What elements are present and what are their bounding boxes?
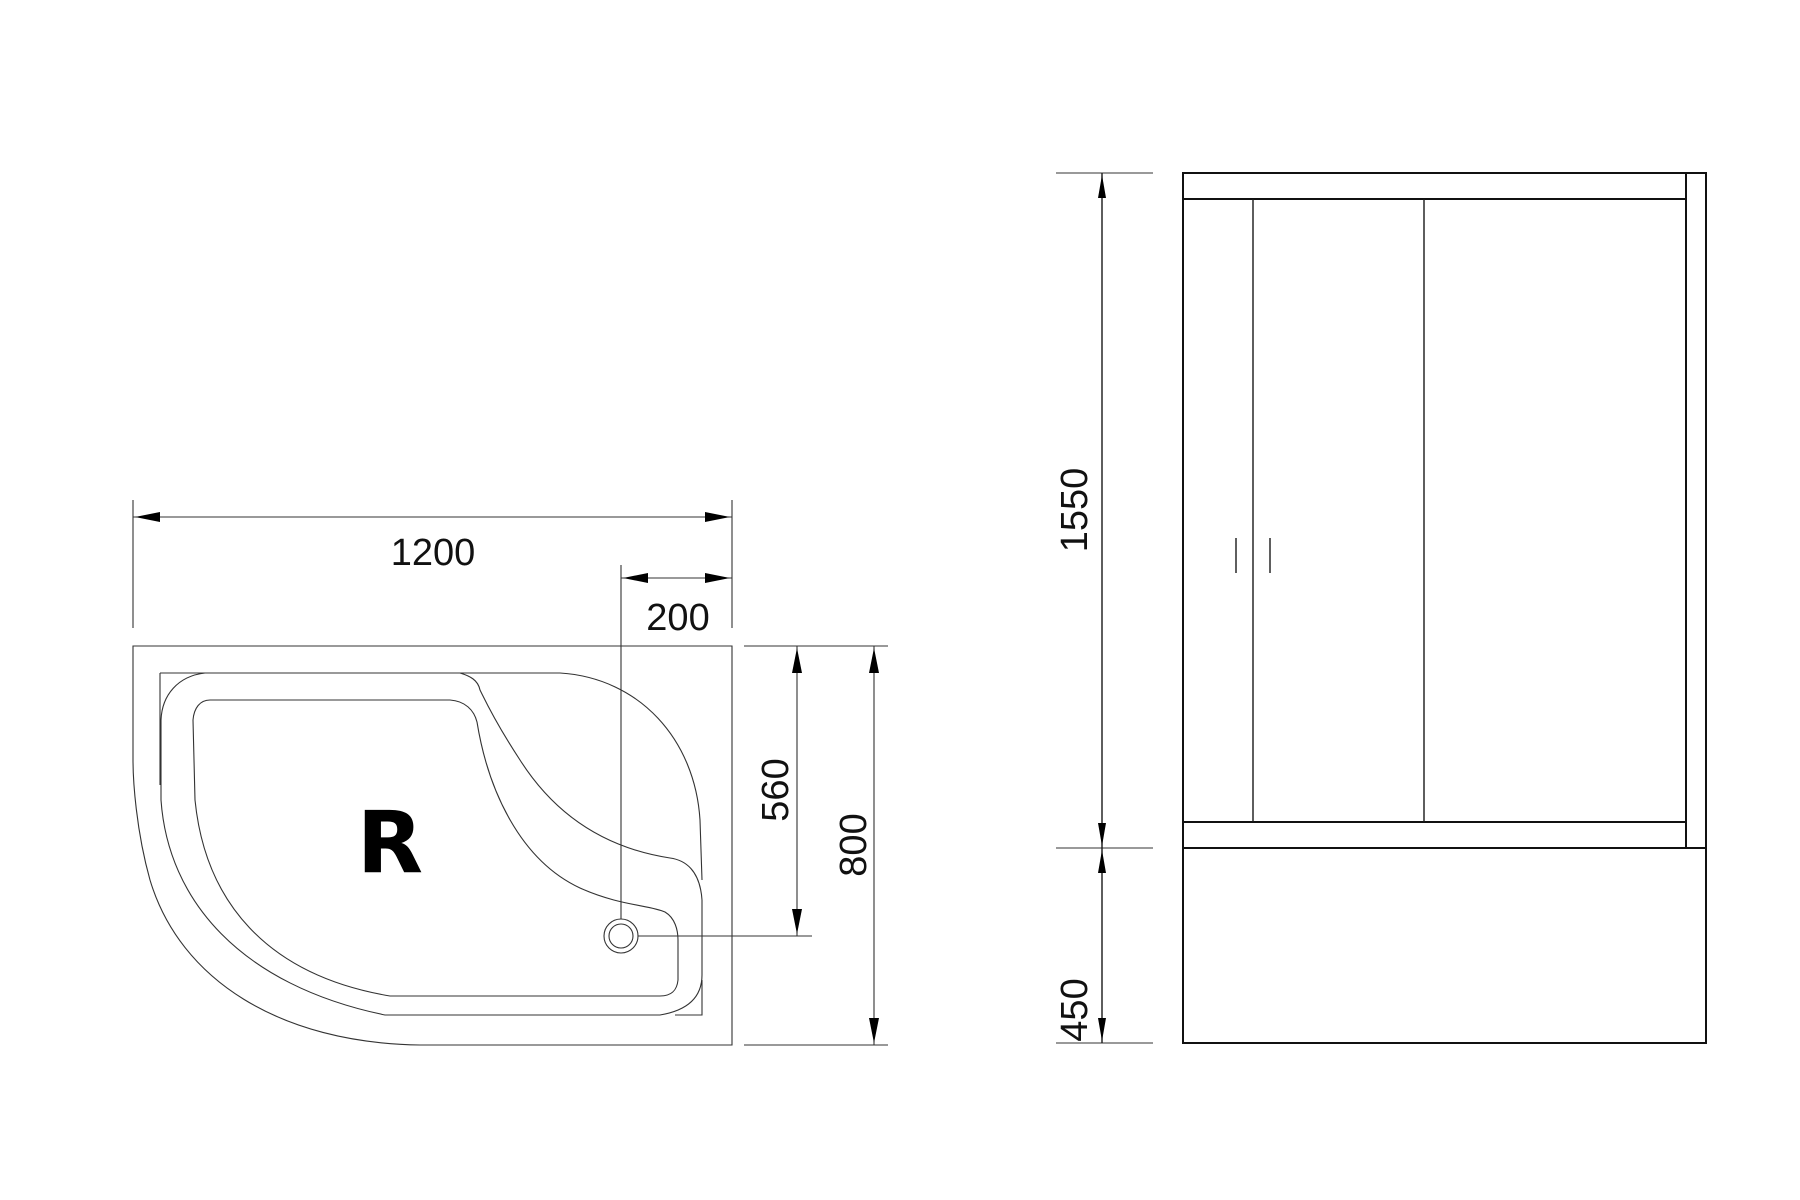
drain-inner-icon bbox=[608, 923, 634, 949]
dimension-tray-height-label: 450 bbox=[1054, 978, 1096, 1041]
plan-view: R 1200 200 560 bbox=[132, 500, 888, 1046]
orientation-label: R bbox=[357, 793, 423, 893]
dimension-depth: 800 bbox=[744, 646, 888, 1046]
dimension-drain-x-label: 200 bbox=[646, 597, 709, 639]
dimension-cabin-height-label: 1550 bbox=[1054, 468, 1096, 553]
dimension-cabin-height: 1550 bbox=[1054, 172, 1153, 849]
dimension-width-label: 1200 bbox=[391, 532, 476, 574]
tray-basin-outline bbox=[192, 699, 679, 997]
tray-lip-outer bbox=[160, 672, 703, 1016]
cabin-outline bbox=[1182, 172, 1707, 1044]
tray-rim-outline bbox=[160, 672, 703, 1016]
tray-outer-outline bbox=[132, 645, 733, 1046]
dimension-tray-height: 450 bbox=[1054, 848, 1153, 1044]
dimension-drain-y-label: 560 bbox=[755, 758, 797, 821]
dimension-drain-y: 560 bbox=[638, 645, 888, 937]
dimension-depth-label: 800 bbox=[833, 813, 875, 876]
elevation-view: 1550 450 bbox=[1054, 172, 1707, 1044]
dimension-drain-x: 200 bbox=[620, 565, 732, 919]
dimension-width: 1200 bbox=[132, 500, 733, 628]
